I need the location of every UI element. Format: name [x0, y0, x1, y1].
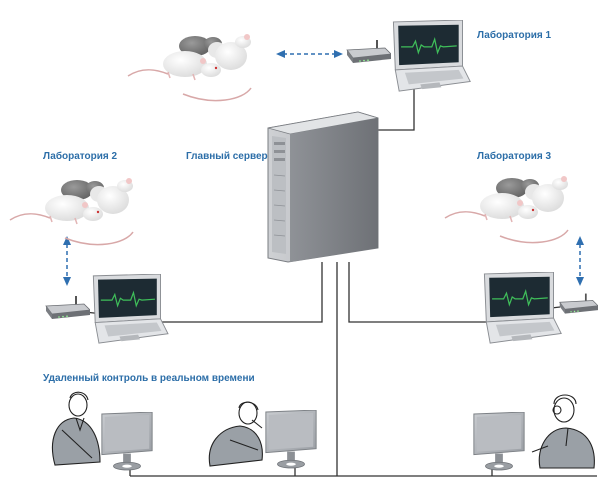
rat-group-icon [9, 177, 134, 246]
laptop-icon [483, 272, 562, 344]
monitor-icon [101, 412, 153, 471]
link-arrowheads [63, 50, 584, 286]
person-icon [51, 391, 101, 466]
rat-group-icon [127, 33, 252, 102]
lab3-label: Лаборатория 3 [477, 151, 552, 162]
person-icon [531, 394, 595, 469]
remote-control-label: Удаленный контроль в реальном времени [43, 373, 255, 384]
wireless-links [66, 53, 581, 278]
server-label: Главный сервер [186, 151, 268, 162]
person-icon [208, 401, 263, 467]
lab1-label: Лаборатория 1 [477, 30, 552, 41]
monitor-icon [265, 410, 317, 469]
laptop-icon [92, 274, 169, 344]
router-icon [346, 40, 391, 64]
router-icon [45, 296, 90, 320]
tower-server-icon [267, 111, 379, 263]
rat-group-icon [444, 175, 569, 244]
router-icon [559, 293, 598, 315]
monitor-icon [473, 412, 525, 471]
network-cables [83, 45, 597, 477]
laptop-icon [392, 20, 471, 92]
lab2-label: Лаборатория 2 [43, 151, 118, 162]
